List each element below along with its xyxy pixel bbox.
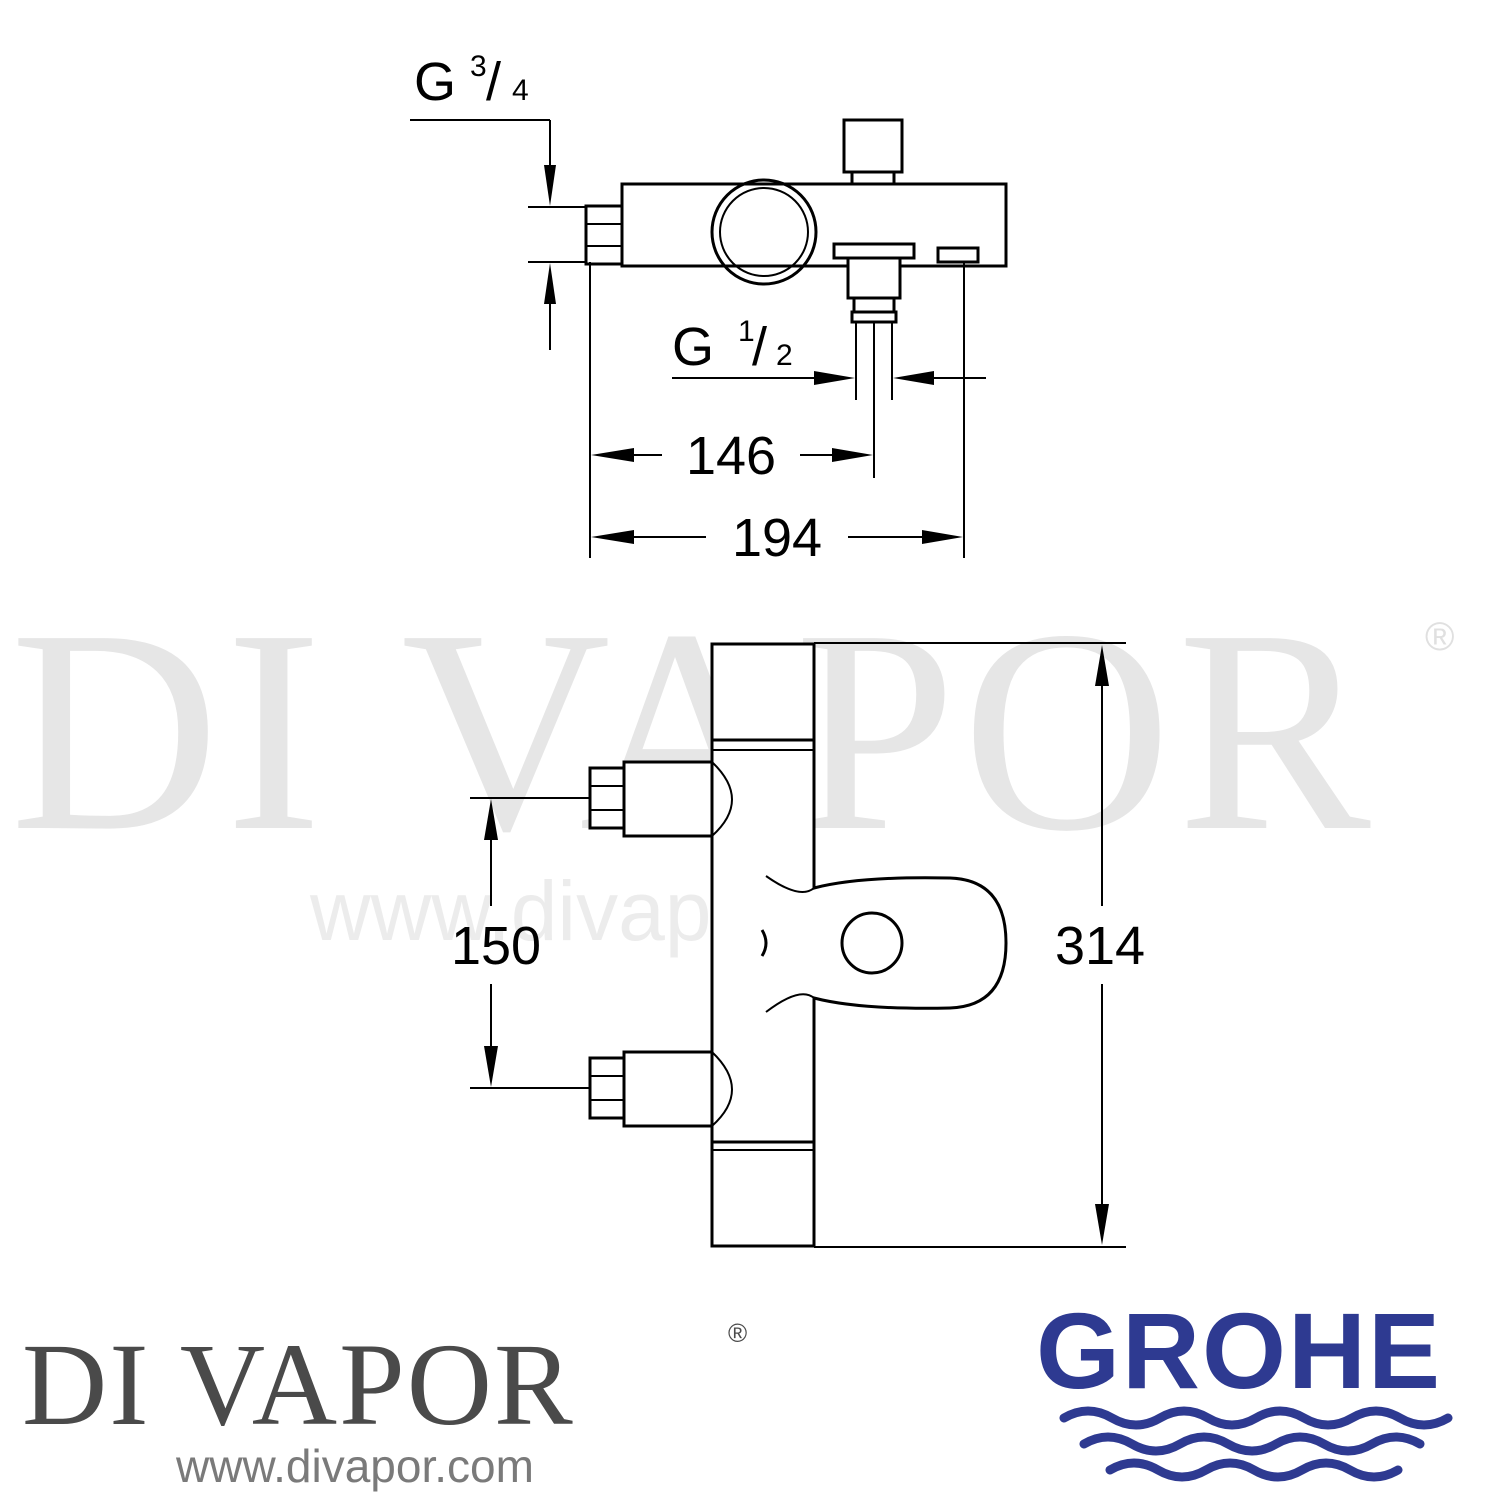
inlet-thread-slash: /: [486, 52, 501, 112]
front-view-lower-inlet: [622, 1050, 714, 1128]
side-view-inlet-nut: [584, 204, 624, 266]
dimension-146: 146: [686, 426, 776, 486]
retailer-name: DI VAPOR: [22, 1319, 575, 1450]
grohe-wave-icon: [1105, 1458, 1403, 1482]
side-view: G 3 / 4 G 1 / 2 146 194: [410, 50, 1008, 568]
dimension-150: 150: [451, 916, 541, 976]
retailer-logo: DI VAPOR ® www.divapor.com: [22, 1318, 747, 1492]
watermark-name: DI VAPOR: [10, 570, 1377, 891]
retailer-registered-mark: ®: [728, 1318, 747, 1348]
grohe-wave-icon: [1079, 1432, 1425, 1456]
front-view: 150 314: [451, 642, 1145, 1248]
grohe-logo: GROHE: [1036, 1290, 1453, 1482]
front-view-upper-nut: [588, 766, 626, 830]
side-view-spout-nozzle: [936, 246, 980, 264]
grohe-wave-icon: [1059, 1406, 1453, 1430]
outlet-thread-g-label: G: [672, 317, 714, 377]
outlet-thread-slash: /: [752, 317, 767, 377]
dimension-314: 314: [1055, 916, 1145, 976]
inlet-thread-g-label: G: [414, 52, 456, 112]
side-view-diverter: [842, 118, 904, 174]
side-view-outlet-collar: [832, 242, 916, 260]
side-view-control-knob: [710, 178, 818, 286]
grohe-wordmark: GROHE: [1036, 1290, 1442, 1411]
retailer-url: www.divapor.com: [175, 1440, 534, 1492]
front-view-upper-inlet: [622, 760, 714, 838]
inlet-thread-numerator: 3: [470, 50, 487, 83]
dimension-194: 194: [732, 508, 822, 568]
outlet-thread-denominator: 2: [776, 339, 793, 372]
front-view-body: [710, 642, 1008, 1248]
inlet-thread-denominator: 4: [512, 74, 529, 107]
front-view-outlet-knob: [840, 911, 904, 975]
outlet-thread-numerator: 1: [738, 315, 755, 348]
watermark-registered-mark: ®: [1425, 615, 1454, 659]
front-view-lower-nut: [588, 1056, 626, 1120]
